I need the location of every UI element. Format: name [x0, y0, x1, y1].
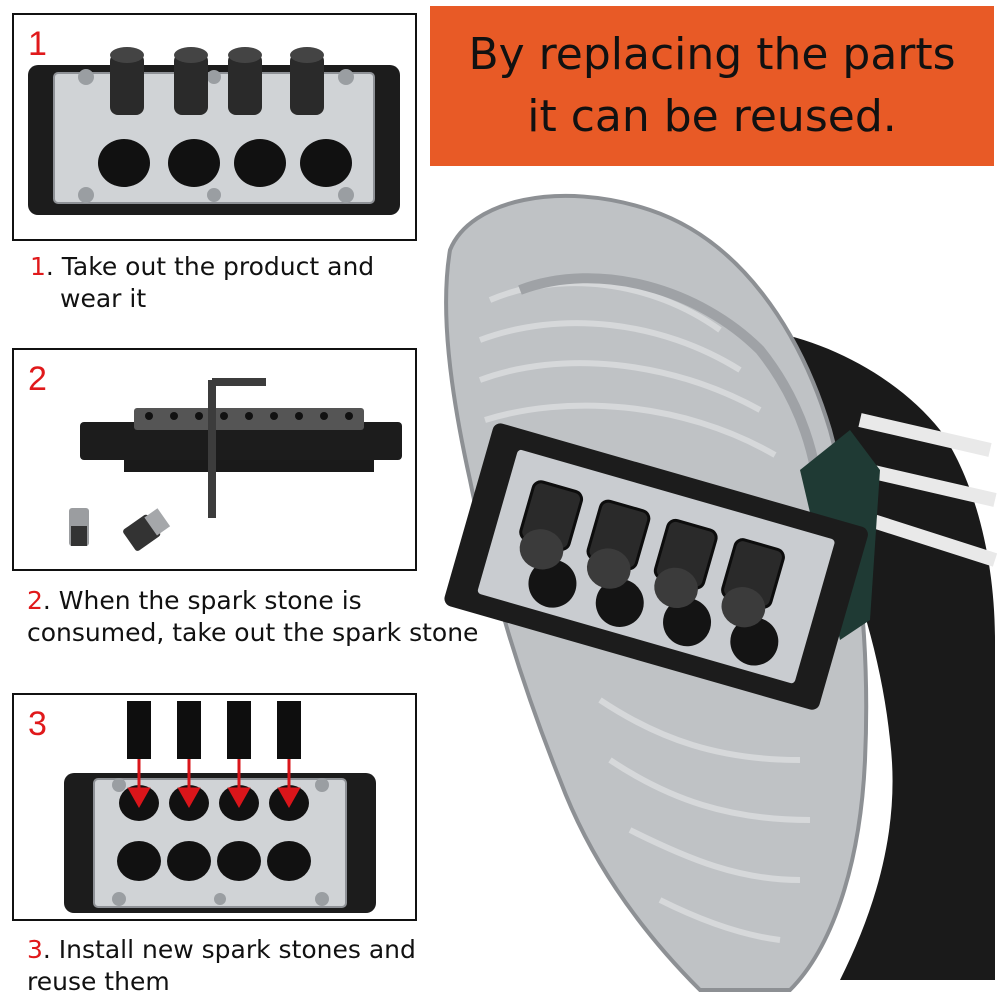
- step-2-caption-line-2: consumed, take out the spark stone: [27, 618, 479, 647]
- shoe-holder: [444, 423, 868, 710]
- step-3-number: 3: [28, 705, 47, 743]
- step-2-panel: 2: [12, 348, 417, 571]
- step-1-number: 1: [28, 25, 47, 63]
- step-2-caption-number: 2: [27, 586, 43, 615]
- step-3-caption-line-1: . Install new spark stones and: [42, 935, 416, 964]
- headline-line-1: By replacing the parts: [468, 29, 956, 80]
- step-1-caption: 1. Take out the product and wear it: [30, 251, 374, 315]
- step-1-caption-line-2: wear it: [60, 284, 147, 313]
- headline-banner: By replacing the parts it can be reused.: [430, 6, 994, 166]
- headline-line-2: it can be reused.: [527, 91, 897, 142]
- holder-with-hex-key-illustration: [69, 378, 402, 551]
- step-2-number: 2: [28, 360, 47, 398]
- step-1-panel: 1: [12, 13, 417, 241]
- step-3-caption: 3. Install new spark stones and reuse th…: [27, 934, 416, 998]
- step-2-caption: 2. When the spark stone is consumed, tak…: [27, 585, 478, 649]
- step-3-caption-line-2: reuse them: [27, 967, 170, 996]
- step-3-panel: 3: [12, 693, 417, 921]
- install-stones-illustration: [64, 701, 376, 913]
- step-3-caption-number: 3: [27, 935, 43, 964]
- step-1-caption-line-1: . Take out the product and: [45, 252, 375, 281]
- step-1-caption-number: 1: [30, 252, 46, 281]
- step-2-caption-line-1: . When the spark stone is: [42, 586, 362, 615]
- holder-with-spikes-illustration: [28, 47, 400, 215]
